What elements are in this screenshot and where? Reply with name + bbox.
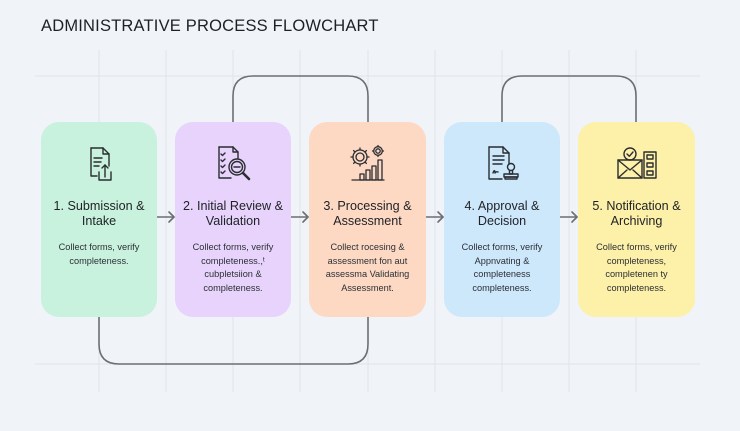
step-title: 4. Approval & Decision xyxy=(464,199,540,228)
step-description: Collect rocesing & assessment fon aut as… xyxy=(325,242,410,293)
arrow-2-3 xyxy=(290,211,309,223)
arrow-3-4 xyxy=(425,211,444,223)
loop-connector-4-5 xyxy=(501,75,637,123)
step-card-initial-review-validation[interactable]: 2. Initial Review & Validation Collect f… xyxy=(175,122,291,317)
step-card-notification-archiving[interactable]: 5. Notification & Archiving Collect form… xyxy=(578,122,695,317)
step-title: 1. Submission & Intake xyxy=(53,199,145,228)
step-description: Collect forms, verify completeness. xyxy=(58,242,140,266)
envelope-cabinet-icon xyxy=(615,144,659,184)
step-title: 3. Processing & Assessment xyxy=(323,199,412,228)
step-description: Collect forms, verify Appnvating & compl… xyxy=(461,242,543,293)
checklist-magnifier-icon xyxy=(211,144,255,184)
document-stamp-icon xyxy=(480,144,524,184)
arrow-1-2 xyxy=(156,211,175,223)
step-title: 5. Notification & Archiving xyxy=(592,199,681,228)
arrow-4-5 xyxy=(559,211,578,223)
step-card-submission-intake[interactable]: 1. Submission & Intake Collect forms, ve… xyxy=(41,122,157,317)
step-description: Collect forms, verify completeness.,ᵗ cu… xyxy=(192,242,274,293)
loop-connector-2-3 xyxy=(232,75,369,123)
page-title: ADMINISTRATIVE PROCESS FLOWCHART xyxy=(41,17,379,35)
document-upload-icon xyxy=(77,144,121,184)
step-card-approval-decision[interactable]: 4. Approval & Decision Collect forms, ve… xyxy=(444,122,560,317)
step-card-processing-assessment[interactable]: 3. Processing & Assessment Collect roces… xyxy=(309,122,426,317)
step-title: 2. Initial Review & Validation xyxy=(182,199,284,228)
gears-bar-chart-icon xyxy=(346,144,390,184)
step-description: Collect forms, verify completeness, comp… xyxy=(596,242,677,293)
loop-connector-1-3 xyxy=(98,316,369,365)
